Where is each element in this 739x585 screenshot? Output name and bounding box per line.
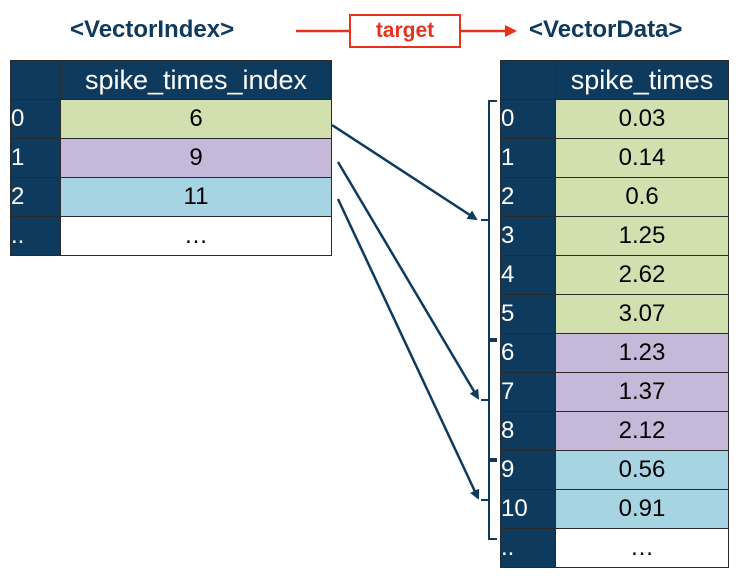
pointer-arrow-row2: [336, 198, 480, 500]
table-row: 0 6: [10, 99, 332, 139]
row-index: 0: [500, 99, 556, 139]
row-value: 3.07: [555, 294, 729, 334]
row-value: 1.37: [555, 372, 729, 412]
row-value: 9: [60, 138, 332, 178]
row-value: 0.14: [555, 138, 729, 178]
row-value: 0.03: [555, 99, 729, 139]
vector-data-title: <VectorData>: [529, 16, 683, 43]
group-bracket-3: [481, 460, 497, 540]
row-value: …: [60, 216, 332, 256]
group-bracket-2: [481, 340, 497, 460]
row-index: 8: [500, 411, 556, 451]
header-index-cell: [10, 60, 61, 100]
pointer-arrow-row1: [336, 161, 480, 400]
header-index-cell: [500, 60, 556, 100]
row-value: 2.12: [555, 411, 729, 451]
row-index: 5: [500, 294, 556, 334]
row-value: 0.91: [555, 489, 729, 529]
row-value: 11: [60, 177, 332, 217]
table-header-row: spike_times: [500, 60, 729, 100]
target-label: target: [349, 14, 461, 48]
row-index: 1: [10, 138, 61, 178]
row-index: 6: [500, 333, 556, 373]
row-value: …: [555, 528, 729, 568]
row-value: 2.62: [555, 255, 729, 295]
row-value: 6: [60, 99, 332, 139]
row-value: 1.25: [555, 216, 729, 256]
vector-index-table: spike_times_index 0 6 1 9 2 11 .. …: [10, 60, 332, 256]
row-index: 2: [500, 177, 556, 217]
table-row: 2 11: [10, 177, 332, 217]
table-header-row: spike_times_index: [10, 60, 332, 100]
table-row: ..…: [500, 528, 729, 568]
vector-index-title: <VectorIndex>: [70, 16, 235, 43]
row-value: 0.56: [555, 450, 729, 490]
table-row: .. …: [10, 216, 332, 256]
row-index: 0: [10, 99, 61, 139]
pointer-arrow-row0: [331, 123, 478, 221]
row-index: ..: [500, 528, 556, 568]
row-index: 4: [500, 255, 556, 295]
table-row: 1 9: [10, 138, 332, 178]
row-index: 3: [500, 216, 556, 256]
row-index: 7: [500, 372, 556, 412]
header-spike-times-index: spike_times_index: [60, 60, 332, 100]
header-spike-times: spike_times: [555, 60, 729, 100]
group-bracket-1: [481, 100, 497, 340]
row-index: 2: [10, 177, 61, 217]
row-index: 9: [500, 450, 556, 490]
row-index: 10: [500, 489, 556, 529]
row-value: 1.23: [555, 333, 729, 373]
row-index: 1: [500, 138, 556, 178]
row-index: ..: [10, 216, 61, 256]
row-value: 0.6: [555, 177, 729, 217]
